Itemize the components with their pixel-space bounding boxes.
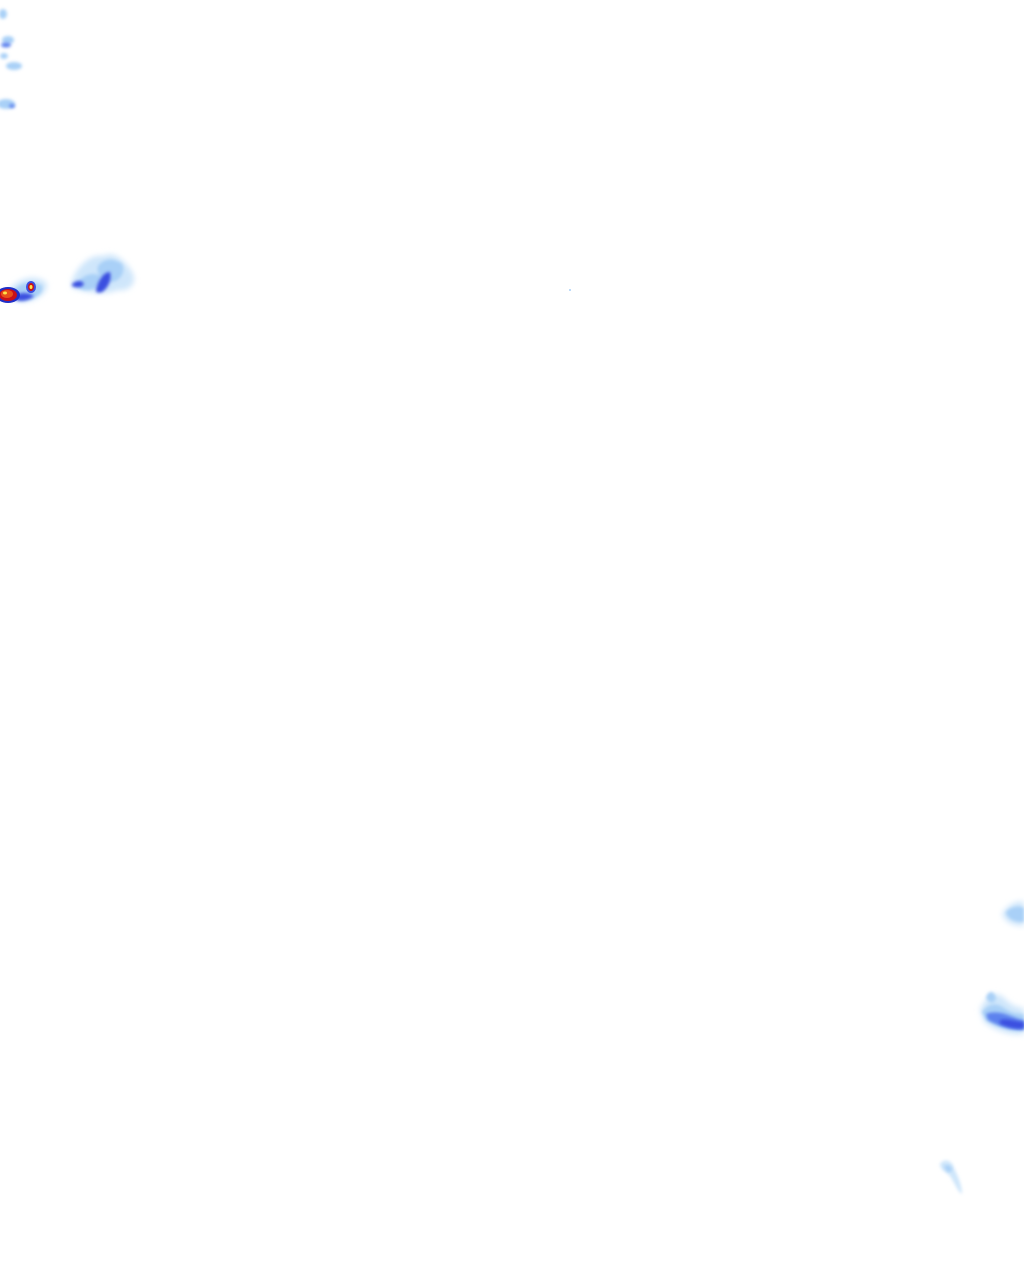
speck-center [569, 289, 571, 291]
cell-left-core [0, 287, 20, 303]
cell-right-upper [1002, 901, 1024, 926]
cell-top-left-edge [0, 9, 22, 109]
cell-right-lower [940, 1160, 962, 1194]
cell-right-band [980, 992, 1024, 1035]
cell-left-small-core [26, 281, 36, 293]
